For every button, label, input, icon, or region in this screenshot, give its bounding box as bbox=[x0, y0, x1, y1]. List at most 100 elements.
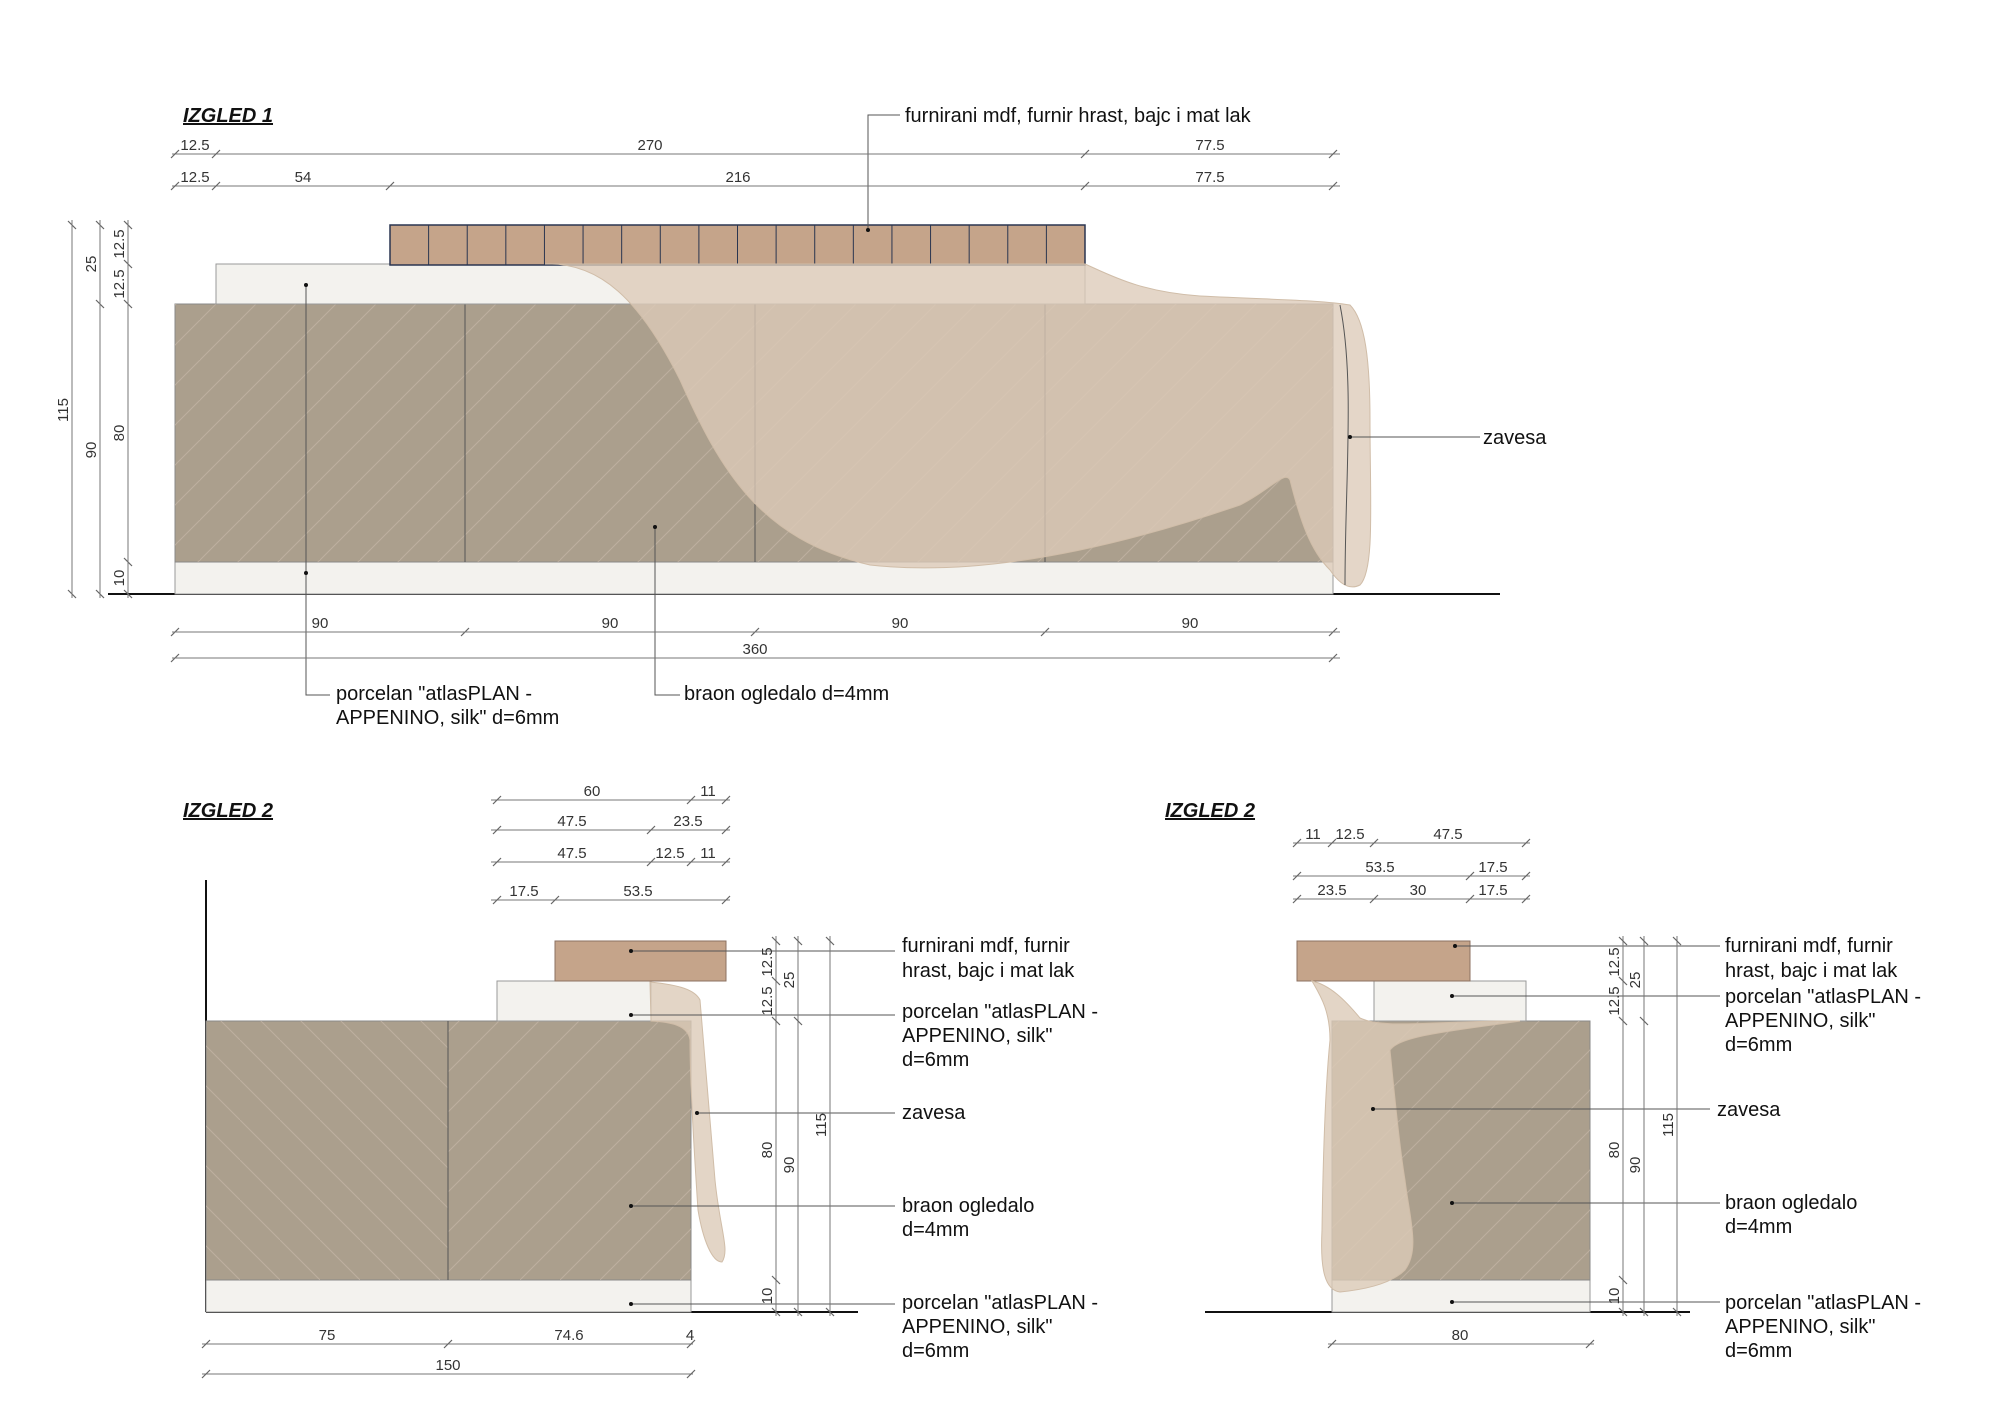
dim-tick bbox=[1080, 181, 1090, 191]
dim-text: 90 bbox=[312, 615, 329, 632]
dim-tick bbox=[1369, 838, 1379, 848]
view-1-leaders bbox=[304, 114, 1480, 696]
dim-tick bbox=[721, 857, 731, 867]
dim-text: 12.5 bbox=[1606, 947, 1623, 976]
dim-text: 12.5 bbox=[655, 845, 684, 862]
dim-tick bbox=[686, 1339, 696, 1349]
dim-text: 23.5 bbox=[673, 813, 702, 830]
label-veneer: furnirani mdf, furnir hrast, bajc i mat … bbox=[905, 105, 1252, 127]
v2-dim-bottom: 75 74.6 4 150 bbox=[202, 1327, 694, 1375]
dim-text: 80 bbox=[759, 1142, 776, 1159]
dim-tick bbox=[686, 1369, 696, 1379]
view-3-leaders bbox=[1371, 944, 1720, 1304]
dim-tick bbox=[443, 1339, 453, 1349]
v2-dim-top: 60 11 47.5 23.5 47.5 12.5 11 17.5 53.5 bbox=[491, 783, 730, 901]
view-2-leaders bbox=[629, 949, 895, 1306]
dim-text: 90 bbox=[1182, 615, 1199, 632]
label-porcelain-top-line1: porcelan "atlasPLAN - bbox=[902, 1001, 1098, 1023]
dim-text: 47.5 bbox=[1433, 826, 1462, 843]
view-1: IZGLED 1 furnirani mdf, furnir hrast, ba… bbox=[55, 105, 1547, 729]
label-mirror-line2: d=4mm bbox=[1725, 1216, 1792, 1238]
view-3: IZGLED 2 furnirani mdf, furnir hrast, ba… bbox=[1165, 800, 1921, 1362]
v3-dim-bottom: 80 bbox=[1328, 1327, 1594, 1345]
label-porcelain-bottom-line2: APPENINO, silk" bbox=[1725, 1316, 1875, 1338]
dim-tick bbox=[211, 149, 221, 159]
dim-text: 90 bbox=[83, 442, 100, 459]
v3-dim-right: 12.5 12.5 80 10 25 90 115 bbox=[1606, 936, 1678, 1316]
dim-text: 10 bbox=[759, 1288, 776, 1305]
dim-tick bbox=[1639, 1016, 1649, 1026]
label-curtain: zavesa bbox=[1483, 427, 1547, 449]
view-2: IZGLED 2 furnirani mdf, furnir hrast, ba… bbox=[183, 783, 1098, 1379]
label-curtain: zavesa bbox=[1717, 1099, 1781, 1121]
view-3-title: IZGLED 2 bbox=[1165, 800, 1255, 822]
dim-tick bbox=[1618, 1275, 1628, 1285]
dim-tick bbox=[1327, 838, 1337, 848]
dim-tick bbox=[771, 976, 781, 986]
dim-tick bbox=[646, 825, 656, 835]
dim-text: 10 bbox=[1606, 1288, 1623, 1305]
dim-text: 90 bbox=[1627, 1157, 1644, 1174]
dim-text: 11 bbox=[1305, 826, 1321, 843]
label-porcelain-top-line2: APPENINO, silk" bbox=[902, 1025, 1052, 1047]
v1-dim-top-row1: 12.5 270 77.5 bbox=[172, 137, 1340, 155]
label-porcelain-bottom-line1: porcelan "atlasPLAN - bbox=[1725, 1292, 1921, 1314]
label-mirror-line1: braon ogledalo bbox=[902, 1195, 1034, 1217]
view-1-title: IZGLED 1 bbox=[183, 105, 273, 127]
dim-text: 11 bbox=[700, 845, 716, 862]
label-porcelain-bottom-line2: APPENINO, silk" bbox=[902, 1316, 1052, 1338]
dim-text: 47.5 bbox=[557, 813, 586, 830]
label-porcelain-bottom-line1: porcelan "atlasPLAN - bbox=[902, 1292, 1098, 1314]
v2-dim-ticks bbox=[201, 795, 835, 1379]
dim-tick bbox=[771, 1275, 781, 1285]
dim-text: 17.5 bbox=[509, 883, 538, 900]
curtain-drape bbox=[544, 263, 1372, 588]
dim-tick bbox=[201, 1339, 211, 1349]
dim-text: 12.5 bbox=[180, 169, 209, 186]
porcelain-top-slab bbox=[1373, 980, 1527, 1022]
dim-tick bbox=[771, 936, 781, 946]
dim-tick bbox=[1327, 1339, 1337, 1349]
dim-text: 17.5 bbox=[1478, 882, 1507, 899]
v2-dim-right: 12.5 12.5 80 10 25 90 115 bbox=[759, 936, 831, 1316]
label-mirror: braon ogledalo d=4mm bbox=[684, 683, 889, 705]
dim-tick bbox=[1585, 1339, 1595, 1349]
dim-tick bbox=[492, 857, 502, 867]
label-curtain: zavesa bbox=[902, 1102, 966, 1124]
dim-text: 4 bbox=[686, 1327, 694, 1344]
dim-tick bbox=[492, 825, 502, 835]
dim-text: 12.5 bbox=[111, 269, 128, 298]
dim-text: 12.5 bbox=[1606, 986, 1623, 1015]
veneer-mdf-board bbox=[1296, 940, 1471, 982]
dim-text: 25 bbox=[781, 972, 798, 989]
dim-tick bbox=[1618, 976, 1628, 986]
mirror-texture bbox=[448, 1021, 691, 1280]
dim-tick bbox=[1328, 149, 1338, 159]
dim-tick bbox=[170, 149, 180, 159]
dim-text: 80 bbox=[1606, 1142, 1623, 1159]
dim-tick bbox=[1292, 894, 1302, 904]
dim-text: 115 bbox=[55, 398, 72, 422]
dim-text: 12.5 bbox=[759, 986, 776, 1015]
dim-text: 90 bbox=[781, 1157, 798, 1174]
dim-text: 11 bbox=[700, 783, 716, 800]
dim-tick bbox=[385, 181, 395, 191]
dim-text: 80 bbox=[1452, 1327, 1469, 1344]
label-veneer-line1: furnirani mdf, furnir bbox=[902, 935, 1070, 957]
dim-tick bbox=[721, 895, 731, 905]
dim-tick bbox=[1369, 894, 1379, 904]
dim-tick bbox=[1465, 894, 1475, 904]
dim-text: 10 bbox=[111, 570, 128, 587]
label-veneer-line2: hrast, bajc i mat lak bbox=[1725, 960, 1898, 982]
v3-dim-top: 11 12.5 47.5 53.5 17.5 23.5 30 17.5 bbox=[1293, 826, 1530, 900]
dim-tick bbox=[793, 1016, 803, 1026]
dim-text: 77.5 bbox=[1195, 169, 1224, 186]
dim-tick bbox=[211, 181, 221, 191]
dim-text: 270 bbox=[637, 137, 662, 154]
mirror-texture bbox=[206, 1021, 448, 1280]
label-porcelain-top-line3: d=6mm bbox=[902, 1049, 969, 1071]
dim-tick bbox=[721, 825, 731, 835]
dim-tick bbox=[1618, 1016, 1628, 1026]
dim-tick bbox=[492, 795, 502, 805]
dim-tick bbox=[1292, 838, 1302, 848]
